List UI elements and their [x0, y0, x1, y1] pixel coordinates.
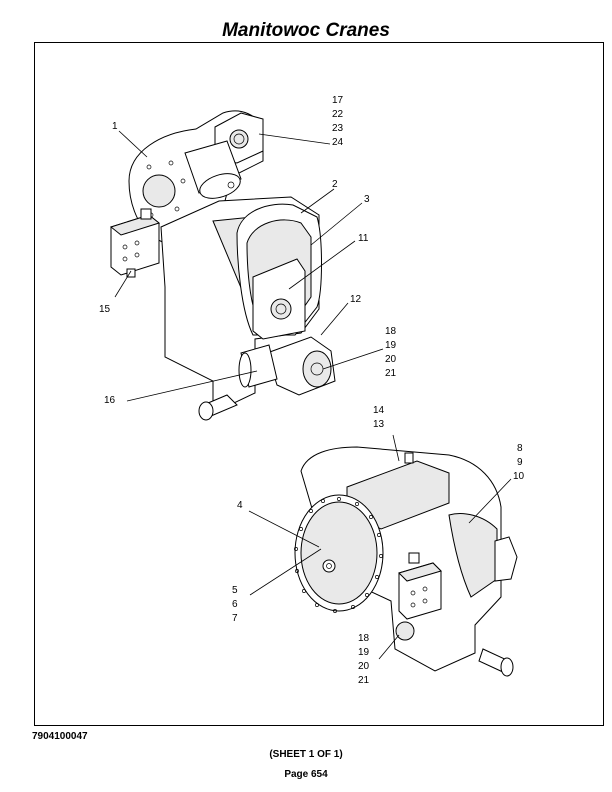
callout-12: 12 — [350, 294, 362, 305]
callout-19: 19 — [385, 340, 397, 351]
callout-20: 20 — [385, 354, 397, 365]
callout-16: 16 — [104, 395, 116, 406]
callout-18: 18 — [358, 633, 370, 644]
callout-11: 11 — [358, 233, 369, 244]
callout-stack-18-lower: 18 19 20 21 — [358, 633, 370, 686]
callout-14: 14 — [373, 405, 385, 416]
callout-8: 8 — [517, 443, 523, 454]
upper-assembly — [109, 110, 336, 421]
callout-23: 23 — [332, 123, 344, 134]
exploded-assembly-drawing: 1 2 3 11 12 15 16 4 17 22 23 24 18 19 20… — [99, 95, 525, 686]
callout-stack-17: 17 22 23 24 — [332, 95, 344, 148]
callout-13: 13 — [373, 419, 385, 430]
sheet-label: (SHEET 1 OF 1) — [269, 749, 343, 760]
callout-5: 5 — [232, 585, 238, 596]
drawing-number: 7904100047 — [32, 731, 88, 742]
page-number: Page 654 — [284, 769, 328, 780]
callout-stack-8: 8 9 10 — [513, 443, 525, 482]
callout-1: 1 — [112, 121, 118, 132]
callout-17: 17 — [332, 95, 344, 106]
callout-15: 15 — [99, 304, 111, 315]
callout-18: 18 — [385, 326, 397, 337]
callout-7: 7 — [232, 613, 238, 624]
callout-4: 4 — [237, 500, 243, 511]
leader-lines — [114, 130, 512, 660]
callout-stack-5: 5 6 7 — [232, 585, 238, 624]
callout-24: 24 — [332, 137, 344, 148]
callout-3: 3 — [364, 194, 370, 205]
callout-19: 19 — [358, 647, 370, 658]
callout-21: 21 — [358, 675, 370, 686]
callout-stack-18-upper: 18 19 20 21 — [385, 326, 397, 379]
page-title: Manitowoc Cranes — [222, 20, 390, 41]
housing-bore — [142, 174, 176, 208]
callout-21: 21 — [385, 368, 397, 379]
callout-stack-14: 14 13 — [373, 405, 385, 430]
lower-assembly — [294, 446, 518, 677]
callout-2: 2 — [332, 179, 338, 190]
drawing-frame: 1 2 3 11 12 15 16 4 17 22 23 24 18 19 20… — [34, 42, 604, 726]
callout-9: 9 — [517, 457, 523, 468]
callout-22: 22 — [332, 109, 344, 120]
callout-6: 6 — [232, 599, 238, 610]
callout-20: 20 — [358, 661, 370, 672]
callout-10: 10 — [513, 471, 525, 482]
